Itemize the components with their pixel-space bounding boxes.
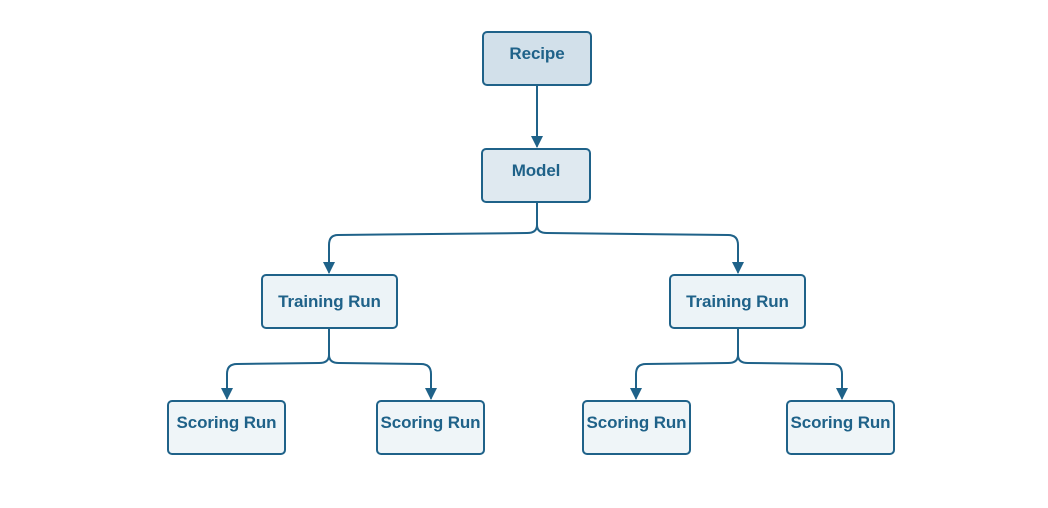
node-scoring-run-1: Scoring Run: [167, 400, 286, 455]
edge-training-run-2-scoring-run-4: [737, 354, 843, 399]
node-recipe-label: Recipe: [509, 43, 565, 63]
node-recipe: Recipe: [482, 31, 592, 86]
arrowhead-scoring-run-3: [630, 388, 642, 400]
edge-model-training-run-2: [536, 224, 739, 273]
edge-training-run-2-scoring-run-3: [635, 328, 739, 399]
node-scoring-run-4: Scoring Run: [786, 400, 895, 455]
arrowhead-scoring-run-4: [836, 388, 848, 400]
node-scoring-run-1-label: Scoring Run: [176, 412, 277, 432]
edge-model-training-run-1: [328, 202, 538, 273]
arrowhead-model: [531, 136, 543, 148]
edge-training-run-1-scoring-run-2: [328, 354, 432, 399]
node-training-run-1-label: Training Run: [278, 291, 381, 311]
node-scoring-run-3: Scoring Run: [582, 400, 691, 455]
edge-training-run-1-scoring-run-1: [226, 328, 330, 399]
arrowhead-training-run-2: [732, 262, 744, 274]
node-training-run-2-label: Training Run: [686, 291, 789, 311]
node-scoring-run-3-label: Scoring Run: [586, 412, 687, 432]
node-scoring-run-2: Scoring Run: [376, 400, 485, 455]
node-scoring-run-2-label: Scoring Run: [380, 412, 481, 432]
arrowhead-scoring-run-2: [425, 388, 437, 400]
node-training-run-1: Training Run: [261, 274, 398, 329]
node-training-run-2: Training Run: [669, 274, 806, 329]
node-model-label: Model: [511, 160, 561, 180]
arrowhead-training-run-1: [323, 262, 335, 274]
node-model: Model: [481, 148, 591, 203]
arrowhead-scoring-run-1: [221, 388, 233, 400]
node-scoring-run-4-label: Scoring Run: [790, 412, 891, 432]
